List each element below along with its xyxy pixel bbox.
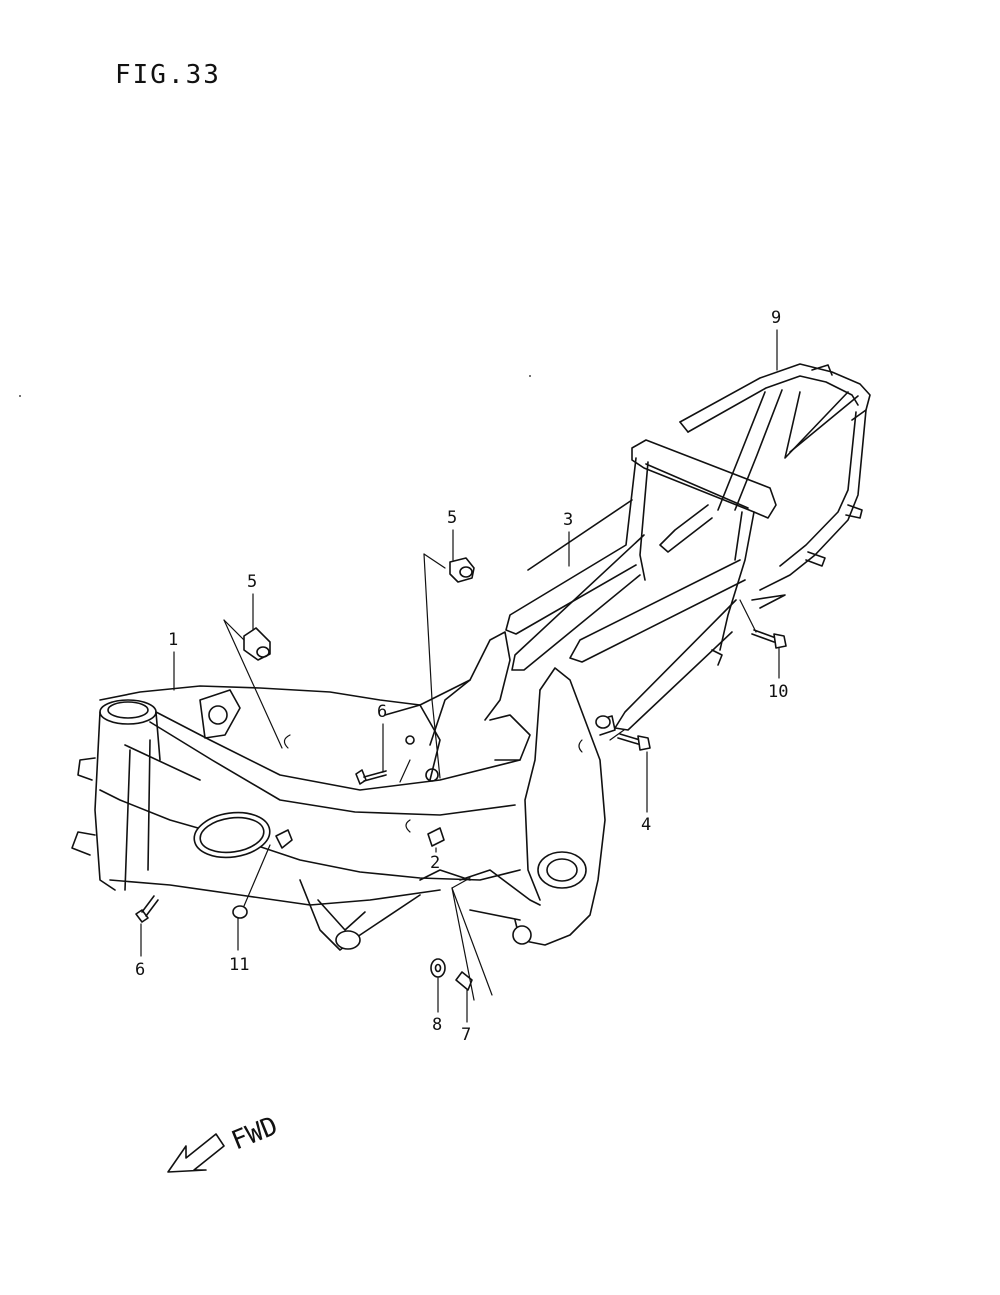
callout-8: 8 (432, 977, 442, 1035)
collar-5-left (243, 627, 271, 661)
callout-5-left: 5 (247, 572, 257, 631)
forward-direction-arrow: FWD (167, 1111, 282, 1173)
svg-text:6: 6 (135, 960, 145, 980)
bolt-6-lower (135, 895, 159, 923)
collar-near-4 (595, 715, 611, 729)
svg-text:11: 11 (229, 955, 249, 975)
callout-7: 7 (461, 989, 471, 1045)
plug-on-frame (275, 829, 293, 849)
leader-lines (223, 553, 757, 1001)
callout-10: 10 (768, 647, 788, 702)
fwd-label: FWD (227, 1111, 282, 1156)
plug-2 (427, 827, 445, 847)
svg-text:7: 7 (461, 1025, 471, 1045)
svg-text:4: 4 (641, 815, 651, 835)
callout-3: 3 (563, 510, 573, 567)
callout-2: 2 (430, 847, 440, 873)
figure-title: FIG.33 (115, 60, 221, 90)
callout-6-lower: 6 (135, 923, 145, 980)
svg-text:3: 3 (563, 510, 573, 530)
bolt-4 (617, 733, 651, 751)
callout-5-upper: 5 (447, 508, 457, 561)
seat-rail-frame (505, 363, 871, 731)
svg-text:10: 10 (768, 682, 788, 702)
bolt-6-upper (355, 769, 387, 785)
callout-6-upper: 6 (377, 702, 387, 773)
callout-9: 9 (771, 308, 781, 371)
callout-1: 1 (168, 630, 178, 691)
svg-text:2: 2 (430, 853, 440, 873)
callout-4: 4 (641, 751, 651, 835)
bolt-10 (751, 629, 787, 649)
svg-text:5: 5 (247, 572, 257, 592)
svg-text:1: 1 (168, 630, 178, 650)
washer-8 (430, 958, 446, 978)
svg-text:5: 5 (447, 508, 457, 528)
grommet-11 (232, 905, 248, 919)
main-frame (71, 631, 616, 951)
svg-text:8: 8 (432, 1015, 442, 1035)
svg-text:6: 6 (377, 702, 387, 722)
collar-5-upper (449, 557, 475, 583)
callout-11: 11 (229, 917, 249, 975)
spacer-7 (455, 971, 473, 991)
svg-text:9: 9 (771, 308, 781, 328)
